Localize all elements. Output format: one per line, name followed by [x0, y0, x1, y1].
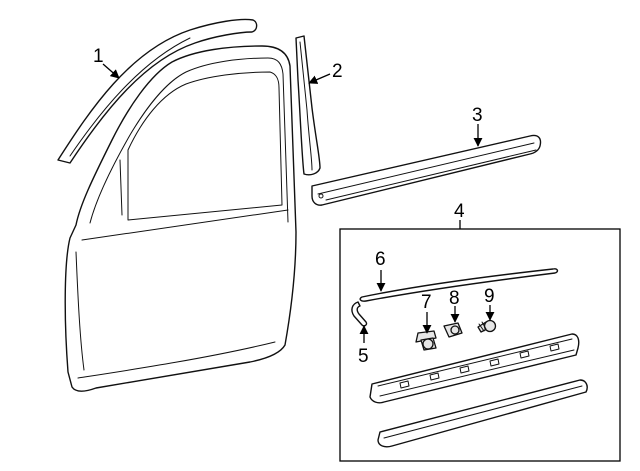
callout-2: 2 — [332, 61, 343, 82]
callout-6: 6 — [375, 249, 386, 270]
part-6-molding-strip — [359, 268, 559, 302]
callout-4: 4 — [454, 201, 465, 222]
callout-9: 9 — [484, 286, 495, 307]
callout-8: 8 — [449, 288, 460, 309]
callout-1: 1 — [93, 46, 104, 67]
part-8-nut — [443, 322, 463, 338]
part-4-kit-box — [339, 228, 621, 462]
part-3-belt-molding — [311, 134, 542, 206]
rocker-molding-lower — [377, 379, 588, 448]
callout-3: 3 — [472, 105, 483, 126]
part-2-pillar-garnish — [295, 35, 321, 176]
part-5-end-clip — [351, 301, 368, 327]
leader-lines — [102, 63, 495, 343]
front-door-shell — [64, 45, 297, 392]
part-7-clip — [415, 330, 437, 351]
rocker-molding-upper — [369, 333, 580, 404]
callout-labels: 1 2 3 4 5 6 7 8 9 — [93, 46, 495, 367]
callout-7: 7 — [421, 292, 432, 313]
part-9-screw — [477, 319, 497, 333]
part-1-frame-molding — [57, 18, 258, 164]
callout-5: 5 — [358, 346, 369, 367]
